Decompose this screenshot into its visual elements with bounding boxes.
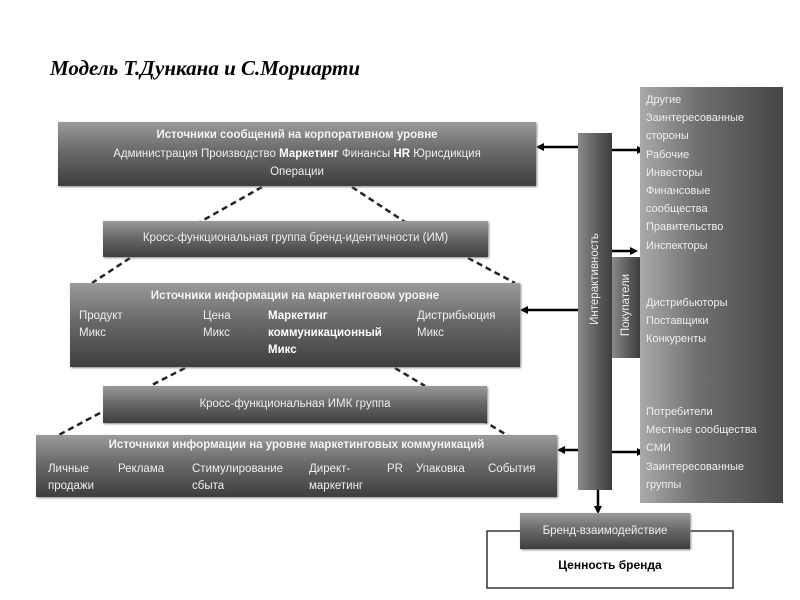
interactivity-bar: Интерактивность (578, 133, 612, 490)
item: Юрисдикция (413, 148, 481, 160)
dashed-connector (149, 366, 186, 388)
marcom-heading: Источники информации на уровне маркетинг… (108, 439, 485, 451)
marcom-item: События (488, 463, 536, 475)
brand-value-label: Ценность бренда (558, 558, 662, 572)
marketing-heading: Источники информации на маркетинговом ур… (150, 290, 440, 302)
corporate-level-box: Источники сообщений на корпоративном уро… (58, 122, 536, 186)
marcom-item: Реклама (118, 463, 165, 475)
dashed-connector (91, 256, 131, 285)
marcom-item: Упаковка (416, 463, 465, 475)
marcom-level-box: Источники информации на уровне маркетинг… (36, 435, 557, 497)
dashed-connector (199, 185, 263, 224)
corporate-items: Администрация Производство Маркетинг Фин… (58, 146, 536, 163)
brand-interaction-box: Бренд-взаимодействие (520, 513, 690, 549)
buyers-bar: Покупатели (612, 257, 640, 358)
item: Финансы (341, 148, 391, 160)
imc-group-box: Кросс-функциональная ИМК группа (103, 386, 487, 423)
interactivity-label: Интерактивность (589, 233, 601, 325)
corporate-item-operations: Операции (270, 166, 324, 178)
buyers-label: Покупатели (620, 273, 632, 337)
imc-group-label: Кросс-функциональная ИМК группа (199, 398, 391, 410)
dashed-connector (394, 366, 426, 388)
item: Маркетинг (279, 148, 339, 160)
brand-identity-group-box: Кросс-функциональная группа бренд-иденти… (103, 221, 488, 257)
corporate-heading: Источники сообщений на корпоративном уро… (156, 129, 438, 141)
brand-identity-group-label: Кросс-функциональная группа бренд-иденти… (142, 232, 449, 244)
item: Администрация (113, 148, 198, 160)
brand-interaction-label: Бренд-взаимодействие (542, 525, 668, 537)
marcom-item: PR (387, 463, 403, 475)
marketing-level-box: Источники информации на маркетинговом ур… (70, 283, 520, 367)
dashed-connector (467, 256, 516, 285)
item: HR (393, 148, 411, 160)
item: Производство (200, 148, 276, 160)
slide-title: Модель Т.Дункана и С.Мориарти (50, 56, 361, 80)
dashed-connector (54, 411, 101, 439)
dashed-connector (351, 185, 406, 224)
marcom-item: Директ-маркетинг (309, 463, 364, 492)
